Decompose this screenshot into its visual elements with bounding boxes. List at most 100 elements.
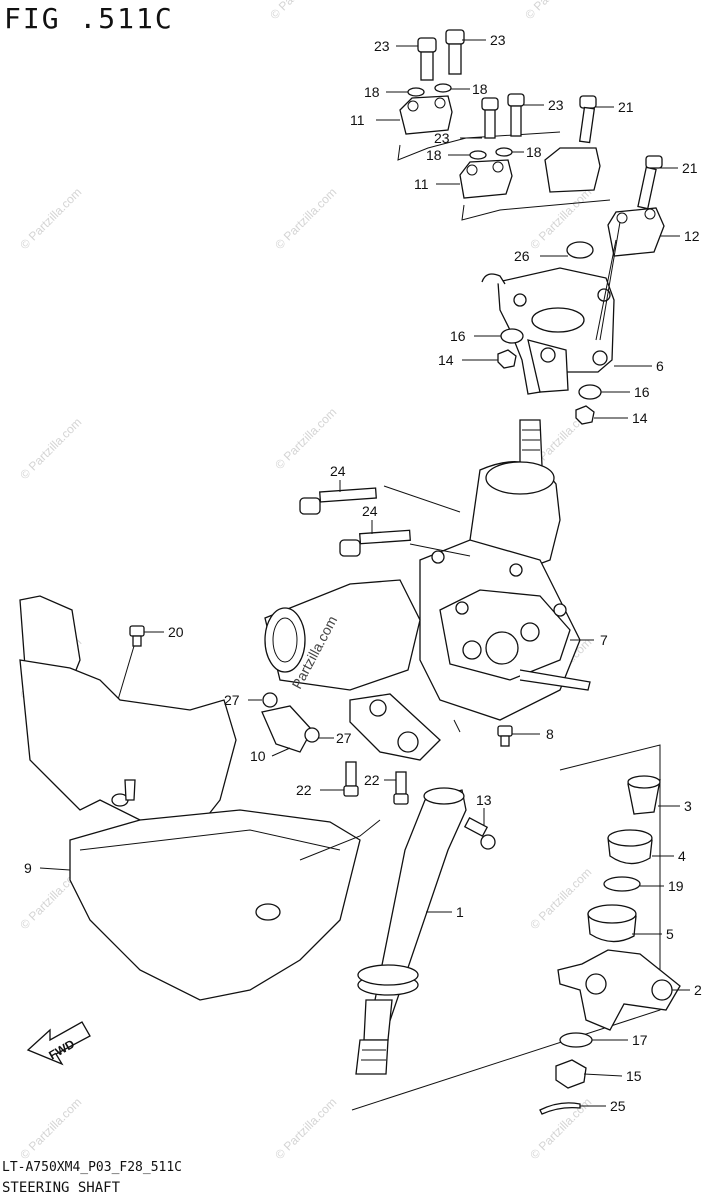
callout-27: 27 <box>336 730 352 746</box>
callout-3: 3 <box>684 798 692 814</box>
diagram-caption: STEERING SHAFT <box>2 1180 121 1196</box>
nut-15 <box>555 1059 587 1089</box>
input-spline <box>519 419 543 467</box>
washer-16 <box>578 384 602 400</box>
bolt-21-shank <box>578 106 596 144</box>
diagram-code: LT-A750XM4_P03_F28_511C <box>2 1160 183 1175</box>
bolts-24 <box>299 487 411 557</box>
callout-16: 16 <box>634 384 650 400</box>
callout-10: 10 <box>250 748 266 764</box>
callout-21: 21 <box>618 99 634 115</box>
callout-22: 22 <box>296 782 312 798</box>
callout-12: 12 <box>684 228 700 244</box>
bolt-23-head <box>507 93 525 107</box>
callout-11: 11 <box>414 176 429 192</box>
bolt-23-shank <box>510 105 522 137</box>
motor <box>264 579 421 691</box>
lower-parts <box>539 775 681 1115</box>
callout-4: 4 <box>678 848 686 864</box>
mount-plate <box>349 693 441 761</box>
bolt-22-head <box>343 785 359 797</box>
callout-25: 25 <box>610 1098 626 1114</box>
bolt-21-head <box>645 155 663 169</box>
bolt-20 <box>111 625 145 721</box>
callout-27: 27 <box>224 692 240 708</box>
callout-14: 14 <box>438 352 454 368</box>
watermark: © Partzilla.com <box>17 185 84 252</box>
plate-10 <box>261 705 313 753</box>
callout-labels: 23 23 18 18 11 23 21 23 18 18 21 11 12 2… <box>24 32 702 1114</box>
callout-5: 5 <box>666 926 674 942</box>
small-hardware <box>261 692 513 805</box>
callout-26: 26 <box>514 248 530 264</box>
bolt-21-head <box>579 95 597 109</box>
callout-16: 16 <box>450 328 466 344</box>
washer-18 <box>469 150 487 160</box>
watermark: © Partzilla.com <box>17 415 84 482</box>
callout-6: 6 <box>656 358 664 374</box>
bushing-26 <box>566 241 594 259</box>
callout-18: 18 <box>426 147 442 163</box>
steering-shaft-1 <box>351 744 661 1111</box>
callout-8: 8 <box>546 726 554 742</box>
callout-13: 13 <box>476 792 492 808</box>
callout-23: 23 <box>434 130 450 146</box>
bolt-21-shank <box>637 166 657 210</box>
bolt-23-head <box>445 29 465 45</box>
callout-21: 21 <box>682 160 698 176</box>
bolt-23-head <box>417 37 437 53</box>
clamp-block <box>544 147 601 193</box>
washer-18 <box>434 83 452 93</box>
power-steering-unit-7: Partzilla.com <box>264 419 591 761</box>
washer-16 <box>500 328 524 344</box>
bolt-22-head <box>393 793 409 805</box>
callout-15: 15 <box>626 1068 642 1084</box>
callout-14: 14 <box>632 410 648 426</box>
callout-22: 22 <box>364 772 380 788</box>
callout-18: 18 <box>472 81 488 97</box>
bolt-8-shank <box>500 735 510 747</box>
watermark: © Partzilla.com <box>272 185 339 252</box>
washer-17 <box>559 1032 593 1048</box>
washer-18 <box>407 87 425 97</box>
cotter-pin-25 <box>539 1102 581 1115</box>
figure-title: FIG .511C <box>4 2 174 35</box>
bolt-23-shank <box>448 43 462 75</box>
nut-14 <box>497 349 517 369</box>
bolt-22-shank <box>395 771 407 795</box>
callout-24: 24 <box>362 503 378 519</box>
callout-23: 23 <box>490 32 506 48</box>
steering-column-bracket-6 <box>481 221 621 425</box>
leader-lines <box>39 39 690 1107</box>
bolt-23-shank <box>484 109 496 139</box>
bolt-27 <box>304 727 320 743</box>
bolt-27 <box>262 692 278 708</box>
clamp-11-lower <box>459 159 513 199</box>
handlebar-clamp-group <box>397 29 665 257</box>
callout-23: 23 <box>374 38 390 54</box>
callout-2: 2 <box>694 982 702 998</box>
arm-2 <box>557 949 681 1031</box>
watermark: © Partzilla.com <box>272 1095 339 1162</box>
callout-18: 18 <box>526 144 542 160</box>
circlip-19 <box>603 876 641 892</box>
watermark: © Partzilla.com <box>17 1095 84 1162</box>
callout-9: 9 <box>24 860 32 876</box>
callout-7: 7 <box>600 632 608 648</box>
clamp-12 <box>607 207 665 257</box>
washer-18 <box>495 147 513 157</box>
fwd-arrow: FWD <box>26 1021 91 1066</box>
bolt-22-shank <box>345 761 357 787</box>
bolt-23-shank <box>420 51 434 81</box>
steering-cover-9 <box>19 595 381 1001</box>
callout-24: 24 <box>330 463 346 479</box>
nut-14 <box>575 405 595 425</box>
callout-17: 17 <box>632 1032 648 1048</box>
callout-11: 11 <box>350 112 365 128</box>
watermark: © Partzilla.com <box>267 0 334 22</box>
callout-20: 20 <box>168 624 184 640</box>
watermark: © Partzilla.com <box>522 0 589 22</box>
callout-18: 18 <box>364 84 380 100</box>
watermark: © Partzilla.com <box>527 865 594 932</box>
